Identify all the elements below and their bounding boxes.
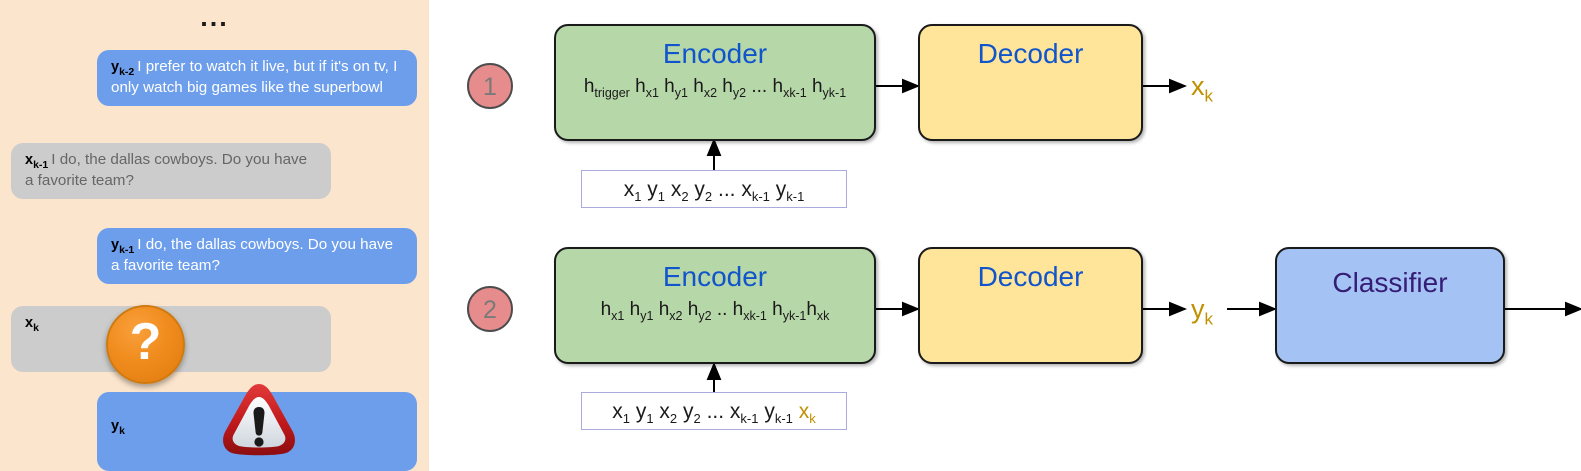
seq2seq-architecture-diagram: 1 Encoder htrigger hx1 hy1 hx2 hy2 ... h… [429,0,1581,471]
decoder-box-row2: Decoder [918,247,1143,364]
chat-bubble-tag: yk-2 [111,59,135,78]
decoder-box-row1: Decoder [918,24,1143,141]
encoder-hidden-states-row2: hx1 hy1 hx2 hy2 .. hxk-1 hyk-1hxk [600,299,830,323]
input-sequence-box-row2: x1 y1 x2 y2 ... xk-1 yk-1 xk [581,392,847,430]
chat-bubble-tag: xk [25,315,39,334]
decoder-title: Decoder [977,38,1084,69]
output-label-yk: yk [1191,294,1213,329]
chat-bubble-tag: xk-1 [25,152,49,171]
chat-bubble-tag: yk-1 [111,237,135,256]
chat-bubble-text: I prefer to watch it live, but if it's o… [111,58,398,96]
warning-triangle-icon [223,384,295,456]
output-label-xk: xk [1191,71,1213,106]
diagram-connectors [706,78,1581,392]
input-sequence-text-row2: x1 y1 x2 y2 ... xk-1 yk-1 xk [612,400,816,427]
encoder-title: Encoder [662,38,768,69]
input-sequence-current-token: xk [798,400,816,427]
encoder-title: Encoder [662,261,768,292]
decoder-title: Decoder [977,261,1084,292]
step-badge-2: 2 [467,286,513,332]
chat-bubble-text: I do, the dallas cowboys. Do you have a … [25,151,308,189]
chat-bubble-tag: yk [111,418,125,437]
input-sequence-box-row1: x1 y1 x2 y2 ... xk-1 yk-1 [581,170,847,208]
encoder-hidden-states-row1: htrigger hx1 hy1 hx2 hy2 ... hxk-1 hyk-1 [583,76,847,100]
chat-ellipsis: ... [200,2,229,32]
chat-bubble-text: I do, the dallas cowboys. Do you have a … [111,236,394,274]
step-badge-1: 1 [467,63,513,109]
encoder-box-row2: Encoder hx1 hy1 hx2 hy2 .. hxk-1 hyk-1hx… [554,247,876,364]
classifier-title: Classifier [1332,267,1448,298]
question-mark-icon: ? [106,305,185,384]
classifier-box: Classifier [1275,247,1505,364]
input-sequence-text-row1: x1 y1 x2 y2 ... xk-1 yk-1 [623,178,805,205]
encoder-box-row1: Encoder htrigger hx1 hy1 hx2 hy2 ... hxk… [554,24,876,141]
